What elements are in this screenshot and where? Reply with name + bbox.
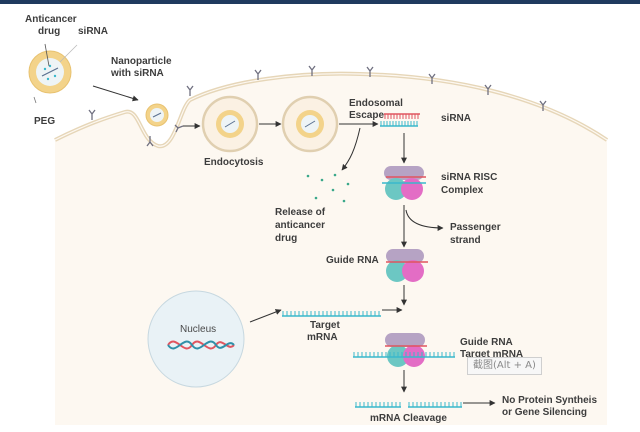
bound-mrna-strand [353,352,455,358]
arrow-passenger [405,209,444,231]
endosome-2 [281,95,339,153]
risc-complex-target [385,333,427,367]
label-nucleus: Nucleus [180,324,216,335]
arrow-drug-release [341,127,361,171]
receptor-icon [88,109,96,120]
top-border-bar [0,0,640,4]
label-peg: PEG [34,116,55,127]
label-endocytosis: Endocytosis [204,157,264,168]
screenshot-tooltip: 截图(Alt + A) [467,357,542,375]
target-mrna-strand [282,311,381,317]
nucleus [147,290,245,388]
drug-particles [306,173,350,203]
label-release-line1: Release of [275,207,326,218]
label-guide-target-line1: Guide RNA [460,337,513,348]
label-passenger-line2: strand [450,235,481,246]
receptor-icon [484,84,492,95]
risc-complex-1 [382,166,426,200]
label-outcome-line1: No Protein Syntheis [502,395,597,406]
nanoparticle-large [28,43,78,104]
label-release-line3: drug [275,233,297,244]
label-endosomal-line2: Escape [349,110,384,121]
receptor-icon [308,65,316,76]
label-sirna-top: siRNA [78,26,108,37]
receptor-icon [174,124,184,133]
receptor-icon [428,73,436,84]
label-release-line2: anticancer [275,220,325,231]
label-nanoparticle-line2: with siRNA [110,68,164,79]
receptor-icon [146,136,154,147]
dna-helix-icon [167,340,235,350]
label-guide-target-line2: Target mRNA [460,349,523,360]
label-risc-line1: siRNA RISC [441,172,497,183]
label-anticancer-line2: drug [38,26,60,37]
arrow-to-cell [92,85,139,102]
sirna-duplex [380,113,420,127]
receptor-icon [186,85,194,96]
arrow-nucleus-to-mrna [249,309,282,323]
labels: Anticancer drug siRNA PEG Nanoparticle w… [25,14,597,424]
label-endosomal-line1: Endosomal [349,98,403,109]
receptor-icon [254,69,262,80]
label-sirna-free: siRNA [441,113,471,124]
cleaved-mrna-right [408,402,462,408]
receptor-icon [366,66,374,77]
nanoparticle-small [145,103,169,127]
label-outcome-line2: or Gene Silencing [502,407,587,418]
label-risc-line2: Complex [441,185,484,196]
cleaved-mrna-left [355,402,401,408]
risc-complex-guide [386,249,428,282]
label-passenger-line1: Passenger [450,222,501,233]
label-target-line1: Target [310,320,340,331]
label-guide-rna: Guide RNA [326,255,379,266]
label-anticancer-line1: Anticancer [25,14,77,25]
label-target-line2: mRNA [307,332,338,343]
label-mrna-cleavage: mRNA Cleavage [370,413,447,424]
receptors [88,65,547,147]
label-nanoparticle-line1: Nanoparticle [111,56,172,67]
arrows [92,85,496,406]
receptor-icon [539,100,547,111]
endosome-1 [201,95,259,153]
